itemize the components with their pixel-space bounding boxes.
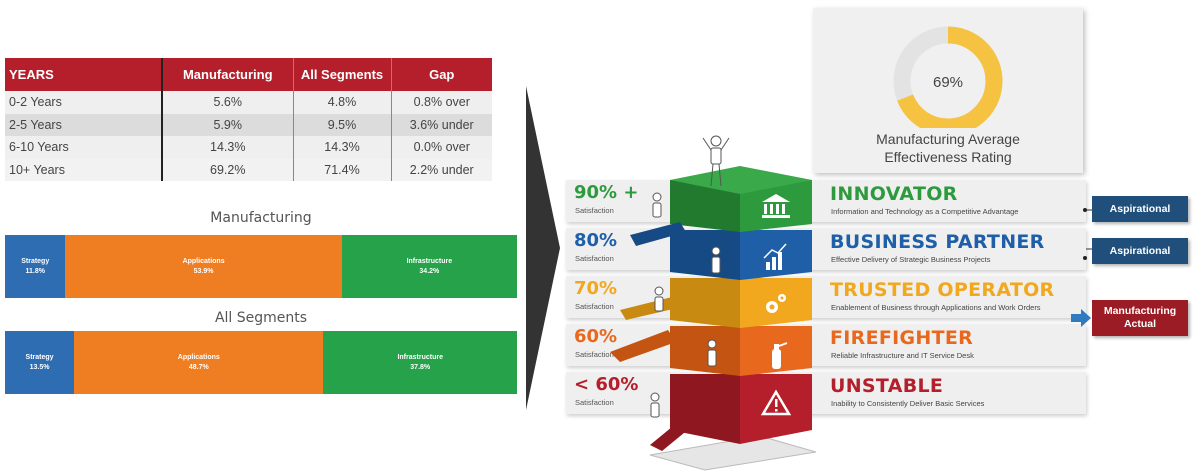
level-description: Enablement of Business through Applicati… — [831, 303, 1041, 312]
col-header-all-segments: All Segments — [292, 58, 391, 91]
table-cell: 69.2% — [161, 158, 293, 181]
col-header-manufacturing: Manufacturing — [161, 58, 293, 91]
tag-line2: Actual — [1123, 318, 1157, 330]
gauge-caption: Manufacturing Average Effectiveness Rati… — [813, 130, 1083, 166]
table-cell: 5.9% — [161, 113, 293, 136]
segment-label: Infrastructure — [406, 257, 453, 265]
table-cell: 14.3% — [292, 136, 391, 159]
infrastructure-segment: Infrastructure 34.2% — [341, 235, 517, 298]
infrastructure-segment: Infrastructure 37.8% — [323, 331, 517, 394]
level-description: Information and Technology as a Competit… — [831, 207, 1019, 216]
level-description: Reliable Infrastructure and IT Service D… — [831, 351, 974, 360]
table-header-row: YEARS Manufacturing All Segments Gap — [5, 58, 492, 91]
table-cell: 5.6% — [161, 91, 293, 114]
table-cell: 6-10 Years — [5, 136, 162, 159]
level-percent: 90% + — [574, 182, 639, 203]
applications-segment: Applications 48.7% — [74, 331, 324, 394]
gauge-value: 69% — [932, 74, 964, 91]
segment-value: 34.2% — [419, 267, 440, 275]
tag-line1: Manufacturing — [1103, 305, 1177, 317]
tower-base-block — [649, 435, 817, 471]
level-card-trusted-operator: 70% Satisfaction TRUSTED OPERATOR Enable… — [566, 276, 1086, 318]
all-segments-bar-title: All Segments — [214, 310, 308, 326]
table-cell: 0.8% over — [390, 91, 492, 114]
arrow-left-icon — [1071, 309, 1091, 327]
table-row: 0-2 Years 5.6% 4.8% 0.8% over — [5, 91, 492, 114]
aspirational-tag-partner: Aspirational — [1092, 238, 1188, 264]
gauge-caption-line2: Effectiveness Rating — [884, 149, 1012, 165]
level-percent: 70% — [574, 278, 618, 299]
segment-value: 37.8% — [410, 363, 431, 371]
level-name: BUSINESS PARTNER — [830, 231, 1045, 253]
level-card-business-partner: 80% Satisfaction BUSINESS PARTNER Effect… — [566, 228, 1087, 270]
table-cell: 10+ Years — [5, 158, 162, 181]
col-header-years: YEARS — [5, 58, 162, 91]
table-cell: 0-2 Years — [5, 91, 162, 114]
manufacturing-bar-title: Manufacturing — [210, 210, 312, 226]
level-satisfaction: Satisfaction — [575, 398, 614, 407]
segment-value: 11.8% — [25, 267, 45, 275]
table-cell: 0.0% over — [390, 136, 492, 159]
segment-label: Applications — [182, 257, 225, 265]
chevron-right-arrow — [526, 86, 560, 410]
aspirational-tag-innovator: Aspirational — [1092, 196, 1188, 222]
level-satisfaction: Satisfaction — [575, 350, 614, 359]
tenure-table: YEARS Manufacturing All Segments Gap 0-2… — [5, 58, 492, 181]
table-cell: 9.5% — [292, 113, 391, 136]
segment-label: Strategy — [25, 353, 54, 361]
segment-label: Strategy — [21, 257, 50, 265]
table-cell: 3.6% under — [390, 113, 492, 136]
level-percent: < 60% — [574, 374, 639, 395]
level-satisfaction: Satisfaction — [575, 302, 614, 311]
segment-value: 13.5% — [29, 363, 50, 371]
level-satisfaction: Satisfaction — [575, 254, 614, 263]
applications-segment: Applications 53.9% — [65, 235, 342, 298]
level-name: INNOVATOR — [830, 183, 958, 205]
table-cell: 14.3% — [161, 136, 293, 159]
level-name: TRUSTED OPERATOR — [830, 279, 1055, 301]
strategy-segment: Strategy 11.8% — [5, 235, 66, 298]
effectiveness-gauge-card: 69% Manufacturing Average Effectiveness … — [813, 8, 1083, 173]
level-description: Inability to Consistently Deliver Basic … — [831, 399, 985, 408]
segment-value: 48.7% — [188, 363, 209, 371]
table-cell: 4.8% — [292, 91, 391, 114]
donut-value-arc — [893, 26, 1003, 128]
manufacturing-stacked-bar: Strategy 11.8% Applications 53.9% Infras… — [5, 235, 517, 298]
table-cell: 71.4% — [292, 158, 391, 181]
segment-label: Applications — [177, 353, 220, 361]
all-segments-stacked-bar: Strategy 13.5% Applications 48.7% Infras… — [5, 331, 517, 394]
person-figure-top — [702, 135, 730, 187]
table-row: 6-10 Years 14.3% 14.3% 0.0% over — [5, 136, 492, 159]
manufacturing-actual-tag: Manufacturing Actual — [1092, 300, 1188, 336]
table-row: 10+ Years 69.2% 71.4% 2.2% under — [5, 158, 492, 181]
level-description: Effective Delivery of Strategic Business… — [831, 255, 991, 264]
table-row: 2-5 Years 5.9% 9.5% 3.6% under — [5, 113, 492, 136]
table-cell: 2-5 Years — [5, 113, 162, 136]
col-header-gap: Gap — [390, 58, 492, 91]
level-name: UNSTABLE — [830, 375, 944, 397]
segment-label: Infrastructure — [397, 353, 443, 361]
level-name: FIREFIGHTER — [830, 327, 974, 349]
level-card-innovator: 90% + Satisfaction INNOVATOR Information… — [566, 180, 1087, 222]
donut-chart — [893, 26, 1003, 128]
level-satisfaction: Satisfaction — [575, 206, 614, 215]
table-cell: 2.2% under — [390, 158, 492, 181]
connector-dot — [1083, 256, 1087, 260]
level-card-firefighter: 60% Satisfaction FIREFIGHTER Reliable In… — [566, 324, 1086, 366]
level-percent: 60% — [574, 326, 618, 347]
level-card-unstable: < 60% Satisfaction UNSTABLE Inability to… — [566, 372, 1086, 414]
segment-value: 53.9% — [193, 267, 214, 275]
connector-dot — [1083, 208, 1087, 212]
level-percent: 80% — [574, 230, 618, 251]
gauge-caption-line1: Manufacturing Average — [876, 131, 1020, 147]
strategy-segment: Strategy 13.5% — [5, 331, 75, 394]
